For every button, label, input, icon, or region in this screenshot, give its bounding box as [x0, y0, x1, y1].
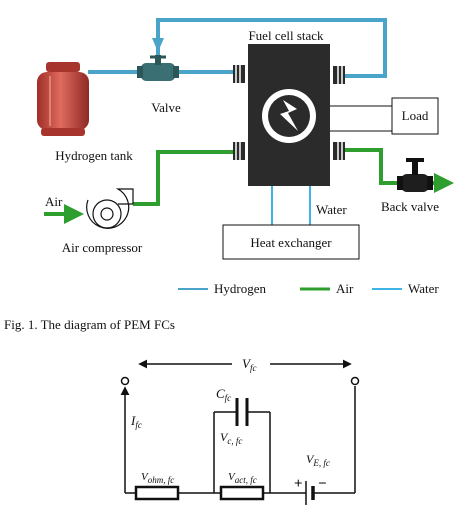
circuit-labels: Vfc Cfc Ifc Vc, fc VE, fc Vohm, fc Vact,…	[130, 356, 330, 492]
diagram-labels: Fuel cell stack Valve Hydrogen tank Load…	[45, 28, 439, 255]
hydrogen-tank-label: Hydrogen tank	[55, 148, 133, 163]
stack-label: Fuel cell stack	[248, 28, 324, 43]
cfc-label: Cfc	[216, 386, 231, 403]
resistor-ohmic	[134, 485, 180, 501]
valve-icon	[137, 38, 179, 81]
load-label: Load	[402, 108, 429, 123]
hydrogen-return-pipe	[156, 18, 387, 78]
legend: Hydrogen Air Water	[178, 281, 439, 296]
hydrogen-tank-icon	[37, 62, 89, 136]
battery-plus: +	[294, 476, 303, 492]
heat-exchanger-box	[222, 224, 360, 260]
vact-label: Vact, fc	[228, 471, 257, 485]
figure-caption: Fig. 1. The diagram of PEM FCs	[4, 317, 175, 332]
air-compressor-label: Air compressor	[62, 240, 143, 255]
water-label: Water	[316, 202, 347, 217]
valve-label: Valve	[151, 100, 181, 115]
load-wires	[330, 105, 392, 132]
air-input-label: Air	[45, 194, 63, 209]
back-valve-label: Back valve	[381, 199, 439, 214]
vfc-label: Vfc	[242, 356, 256, 373]
air-compressor-icon	[86, 188, 134, 229]
back-valve-icon	[397, 158, 433, 192]
water-pipes	[271, 185, 311, 225]
vohm-label: Vohm, fc	[141, 471, 174, 485]
ifc-label: Ifc	[130, 413, 142, 430]
left-terminal	[120, 376, 130, 386]
load-box	[391, 97, 439, 135]
battery-minus: −	[318, 476, 327, 492]
equivalent-circuit	[120, 359, 360, 505]
air-feed-pipe	[133, 150, 238, 206]
vefc-label: VE, fc	[306, 452, 330, 468]
heat-exchanger-label: Heat exchanger	[250, 235, 332, 250]
right-terminal	[350, 376, 360, 386]
fuel-cell-stack-icon	[233, 44, 345, 186]
air-exhaust-pipe	[343, 148, 454, 193]
legend-label-air: Air	[336, 281, 354, 296]
legend-label-hydrogen: Hydrogen	[214, 281, 266, 296]
legend-label-water: Water	[408, 281, 439, 296]
resistor-activation	[219, 485, 265, 501]
vcfc-label: Vc, fc	[220, 430, 242, 446]
